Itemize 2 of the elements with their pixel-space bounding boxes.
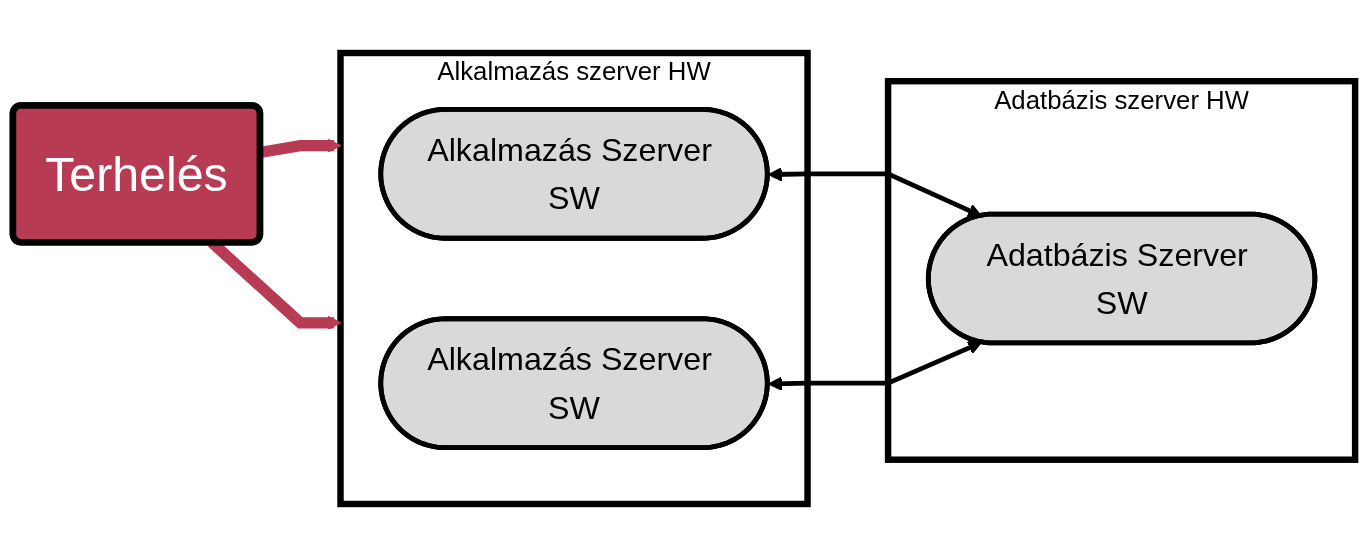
arrow	[768, 341, 982, 391]
arrow	[768, 167, 982, 218]
